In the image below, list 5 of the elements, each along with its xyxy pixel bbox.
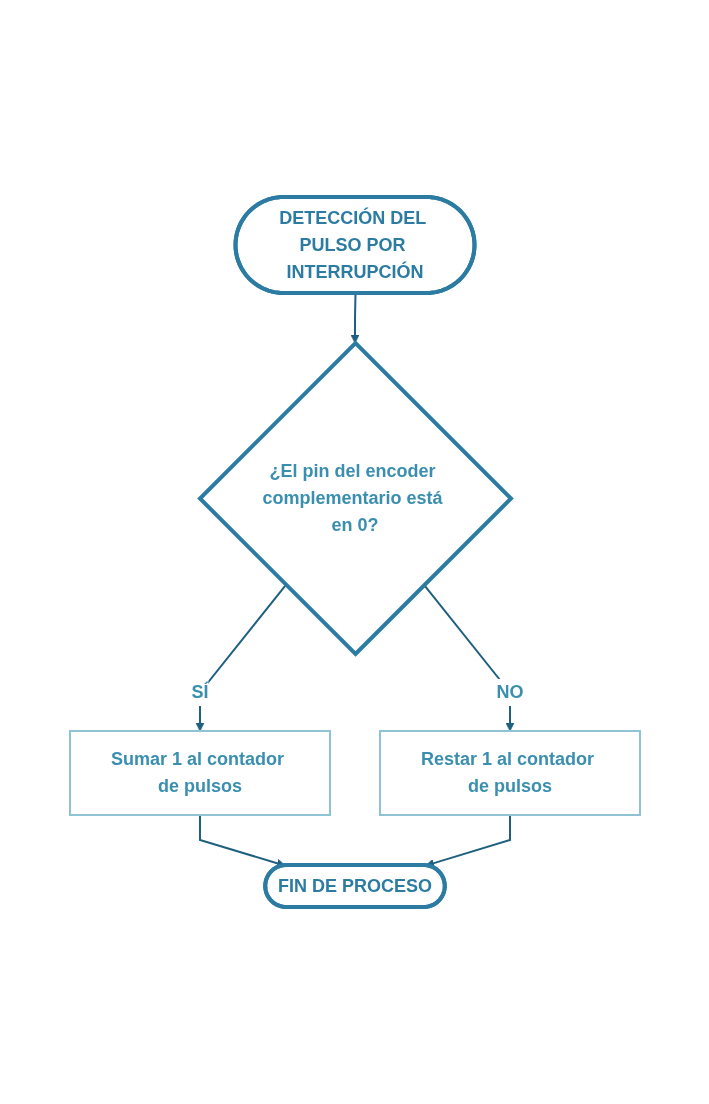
- edge-label: SÍ: [190, 682, 209, 702]
- node-diamond: ¿El pin del encoder complementario está en 0?: [196, 340, 514, 657]
- node-box: Restar 1 al contador de pulsos: [378, 730, 641, 816]
- node-box: Sumar 1 al contador de pulsos: [68, 730, 331, 816]
- edge-label: NO: [496, 682, 523, 702]
